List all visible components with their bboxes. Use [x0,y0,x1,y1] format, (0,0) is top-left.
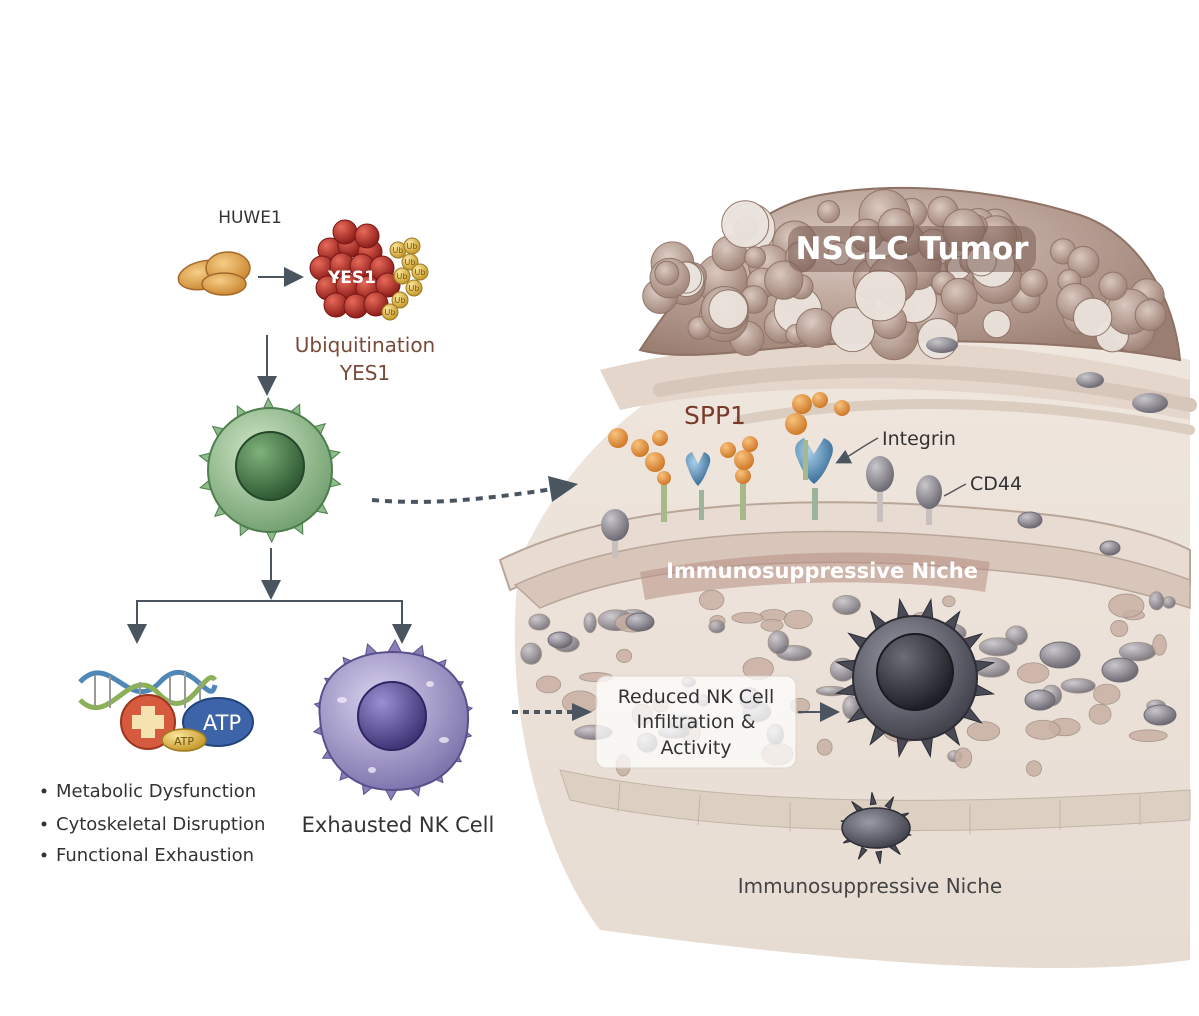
atp-label: ATP [203,711,241,735]
tumor-nodules [642,189,1167,361]
atp-small-icon: ATP [161,728,207,752]
tumor-label: NSCLC Tumor [795,231,1029,267]
cd44-receptor [866,456,894,522]
small-nk-cell [840,792,912,864]
ubiquitin-tag: Ub [415,268,426,277]
tumor-label-badge: NSCLC Tumor [788,226,1036,272]
ubiquitin-tag: Ub [397,272,408,281]
huwe1-label: HUWE1 [218,208,282,228]
spp1-ligand [785,392,850,480]
bullet-cytoskeletal: Cytoskeletal Disruption [56,814,265,835]
ubiquitin-tag: Ub [393,246,404,255]
arrow-head [548,476,578,502]
reduced-line-3: Activity [660,737,731,759]
ubiquitin-tag: Ub [405,258,416,267]
receptor-group [601,392,942,558]
cd44-receptor [601,509,629,558]
ubiquitination-sub-label: YES1 [339,361,390,385]
niche-label-top: Immunosuppressive Niche [666,559,978,583]
ubiquitin-tag: Ub [395,296,406,305]
huwe1-protein [177,251,251,296]
nsclc-tumor: NSCLC Tumor [638,186,1182,413]
spp1-ligand [720,436,758,520]
ubiquitin-tag: Ub [385,308,396,317]
yes1-subunits [309,219,401,319]
exhausted-nk-label: Exhausted NK Cell [302,813,495,837]
ubiquitination-label: Ubiquitination [295,333,435,357]
medical-cross-icon [120,694,176,750]
spp1-label: SPP1 [684,401,746,430]
cd44-label: CD44 [970,473,1022,495]
integrin-label: Integrin [882,428,956,450]
integrin-receptor [685,452,711,520]
reduced-nk-panel: Reduced NK Cell Infiltration & Activity [595,675,797,769]
ubiquitin-tag: Ub [407,242,418,251]
reduced-line-1: Reduced NK Cell [618,686,775,708]
cd44-receptor [916,475,942,525]
yes1-protein-label: YES1 [327,268,376,288]
spp1-ligand [608,428,671,522]
bullet-exhaustion: Functional Exhaustion [56,845,254,866]
suppressed-nk-cell [834,597,996,759]
cd44-callout: CD44 [943,473,1022,497]
bullet-metabolic: Metabolic Dysfunction [56,781,256,802]
dna-helix-icon [78,669,218,710]
integrin-callout: Integrin [835,428,956,464]
tissue-background [514,331,1197,969]
exhausted-nk-cell [312,638,474,802]
niche-label-bottom: Immunosuppressive Niche [738,874,1002,898]
reduced-line-2: Infiltration & [636,711,755,733]
arrow-nk-to-niche [371,486,561,504]
dysfunction-list: Metabolic Dysfunction Cytoskeletal Disru… [41,781,265,866]
atp-small-label: ATP [174,735,194,748]
nk-cell [198,396,342,544]
branch-arrows [127,548,412,644]
niche-banner-top: Immunosuppressive Niche [640,552,990,600]
ubiquitin-tag: Ub [409,284,420,293]
arrow-head [572,703,592,721]
